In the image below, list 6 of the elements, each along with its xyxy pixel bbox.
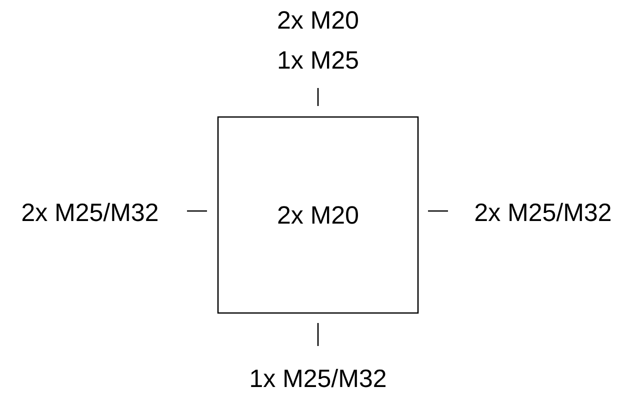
- entry-label: 2x M25/M32: [22, 202, 158, 222]
- junction-box: 2x M20: [217, 116, 419, 314]
- entry-label: 2x M20: [278, 11, 358, 29]
- entry-label: 1x M25/M32: [251, 368, 386, 388]
- entry-label: 1x M25: [278, 51, 358, 69]
- entry-label: 2x M25/M32: [475, 202, 610, 222]
